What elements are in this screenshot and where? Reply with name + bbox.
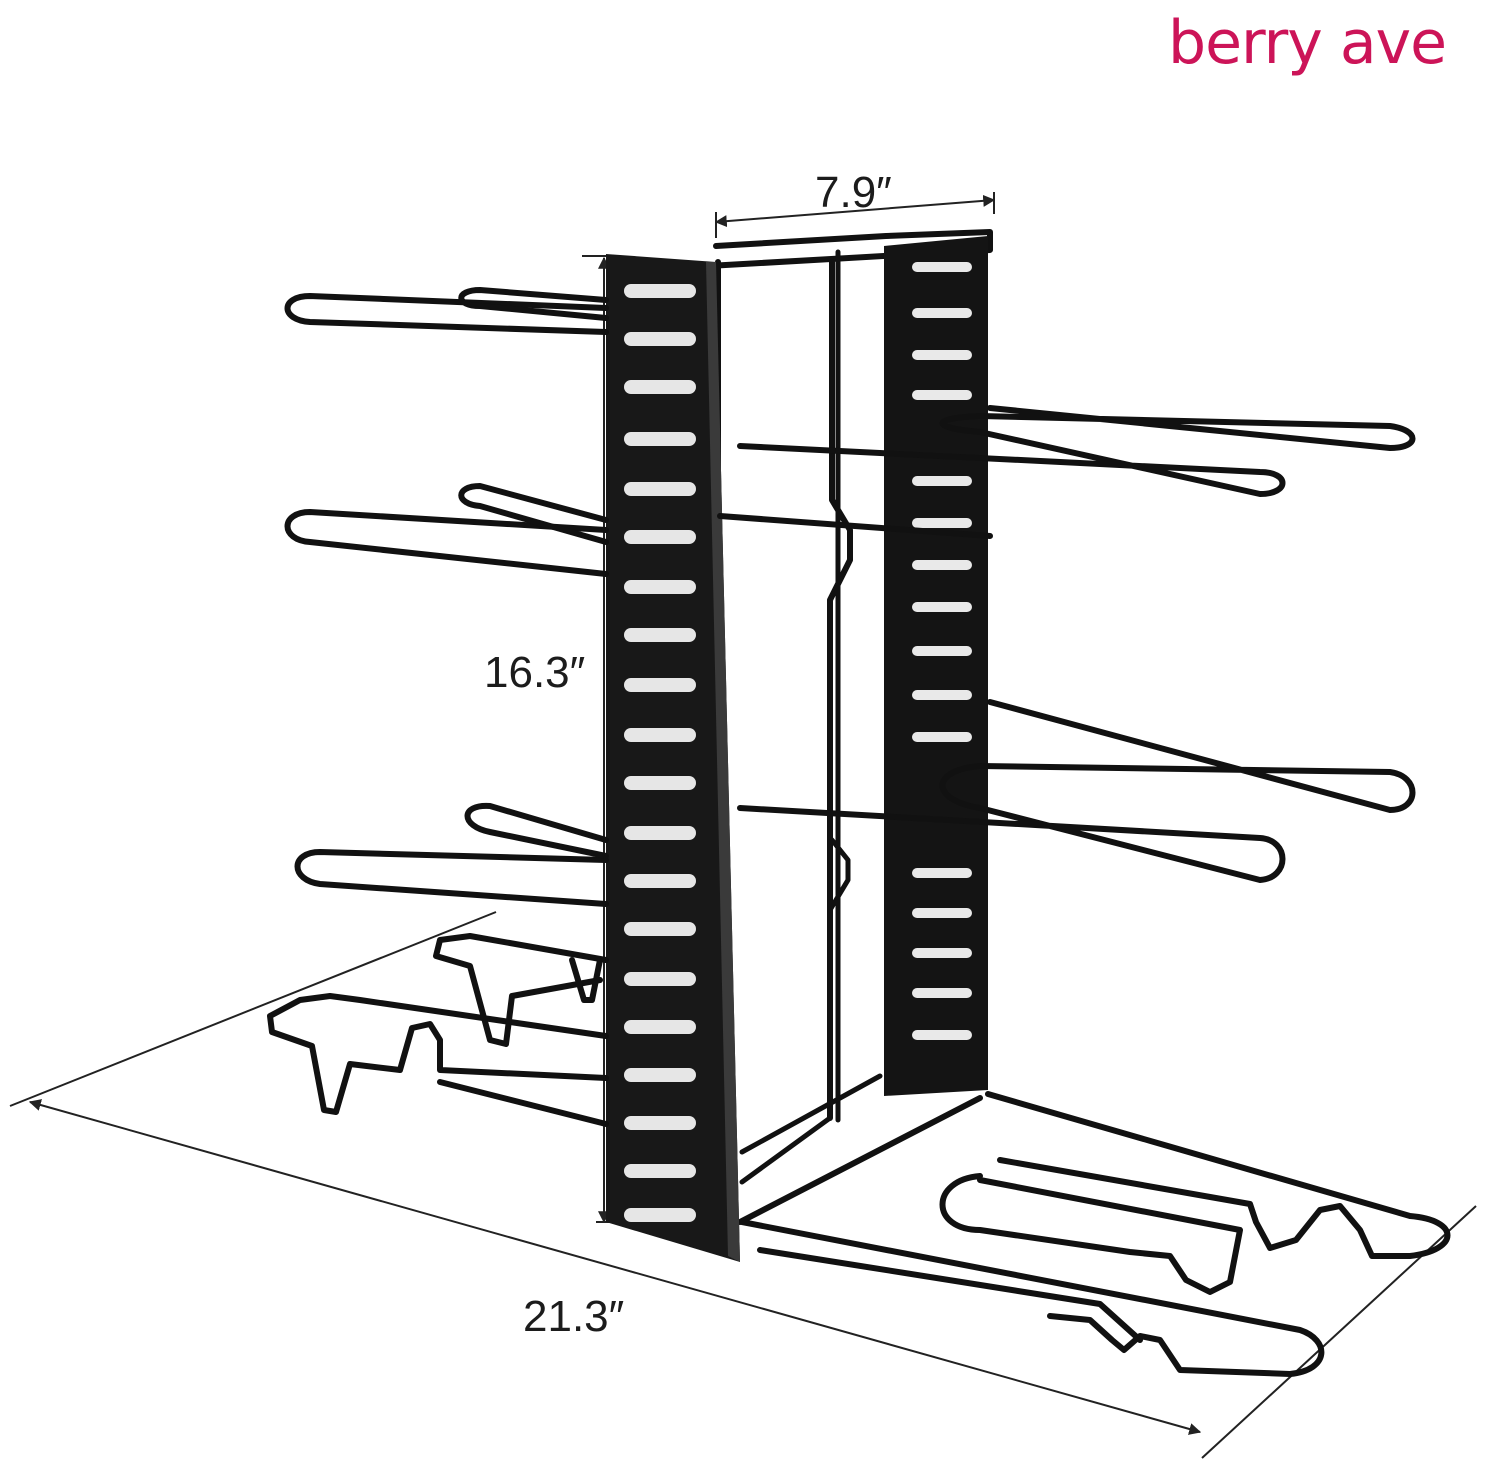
dimension-lines bbox=[9, 192, 1477, 1459]
height-dimension-label: 16.3″ bbox=[484, 648, 586, 697]
left-slotted-panel bbox=[606, 254, 740, 1262]
right-slotted-panel bbox=[884, 236, 988, 1096]
width-dimension-line bbox=[714, 194, 996, 228]
left-holders bbox=[267, 287, 609, 1127]
length-dimension-line bbox=[28, 1099, 1202, 1435]
brand-logo: berry ave bbox=[1168, 8, 1447, 78]
right-holders bbox=[717, 405, 1451, 1377]
